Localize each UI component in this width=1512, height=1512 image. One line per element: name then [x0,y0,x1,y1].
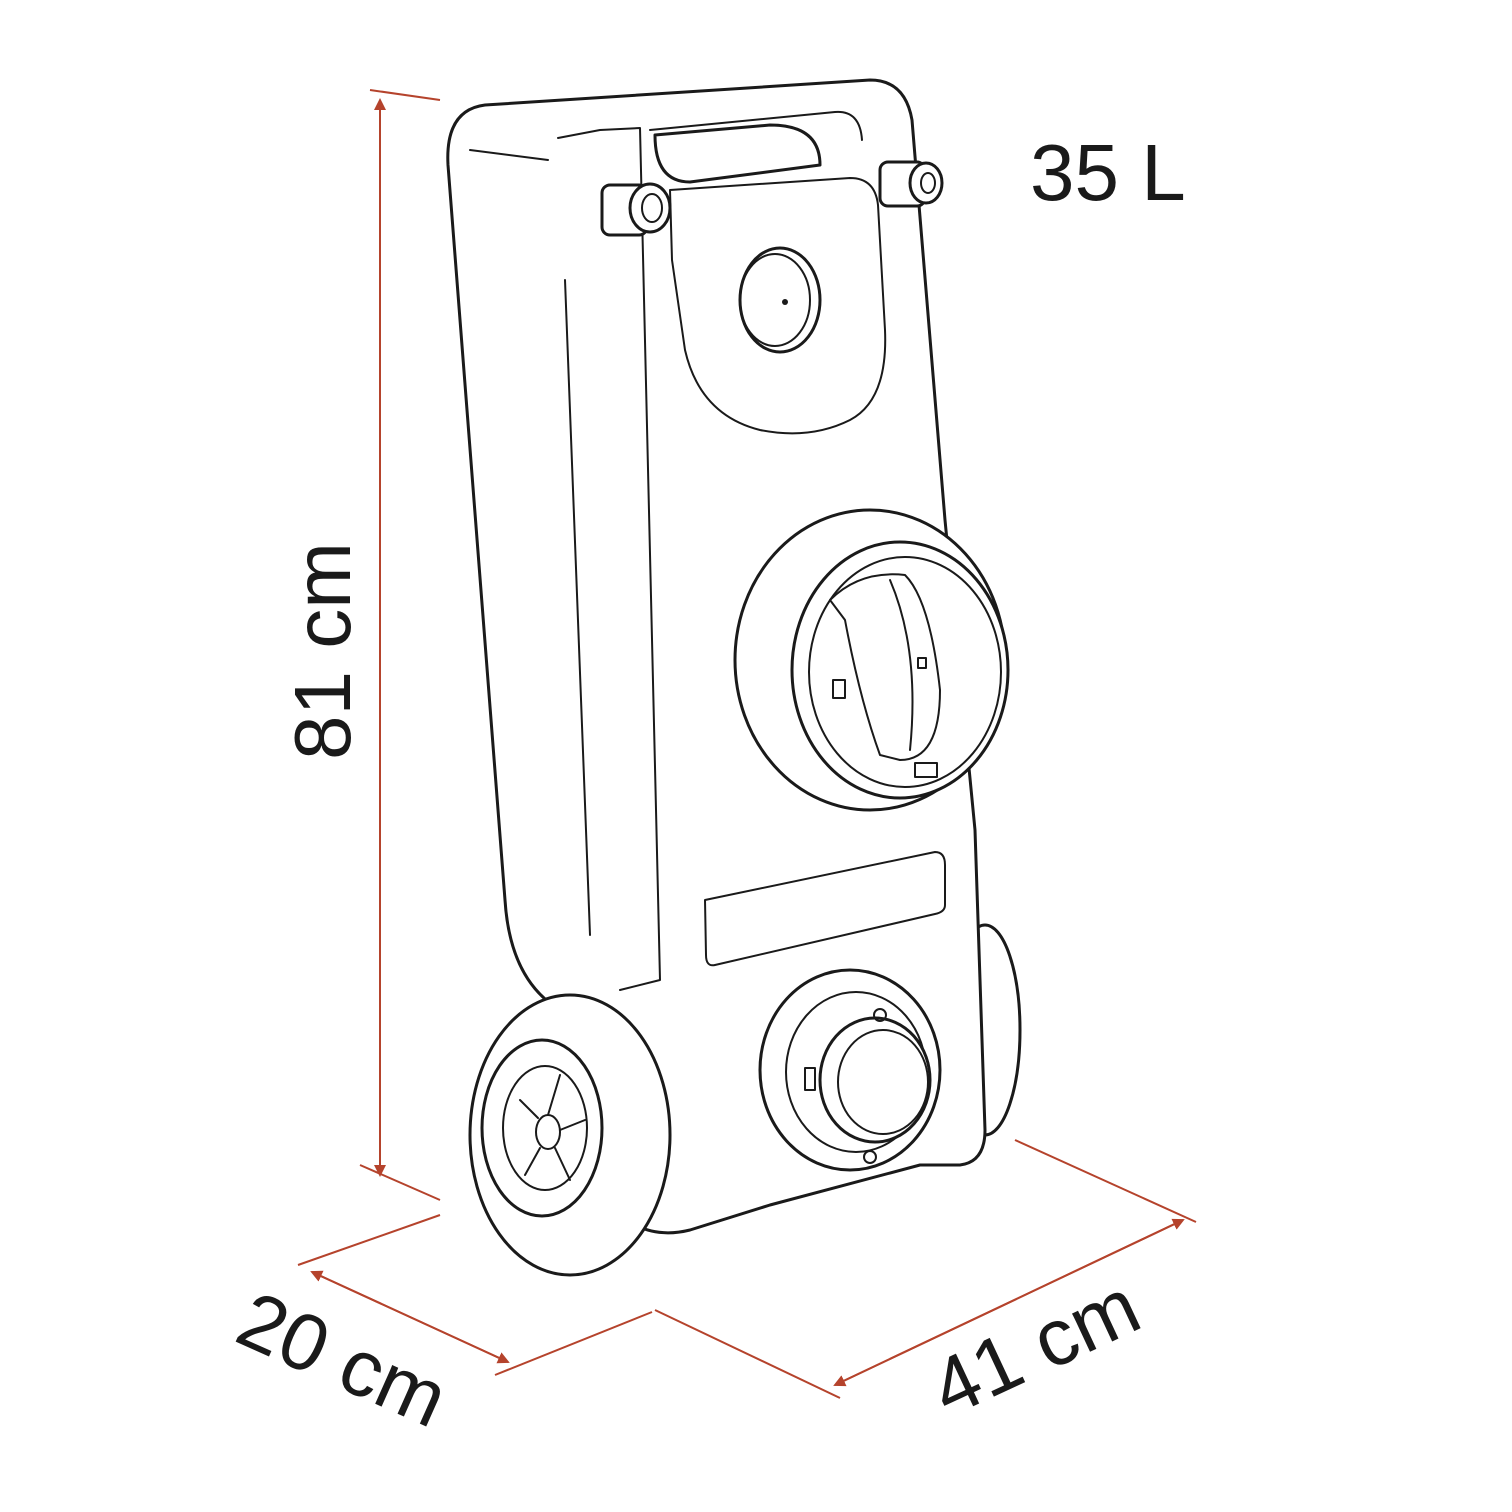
handle-top [649,110,863,141]
upper-face-panel [669,177,887,435]
tank-top-edge [469,149,549,161]
label-recess [704,851,946,967]
depth-arrow-right [311,1271,510,1364]
width-arrow-left [833,1219,1184,1387]
waste-water-tank-illustration [446,78,1022,1277]
capacity-label: 35 L [1030,128,1186,217]
outlet-fitting-icon [758,968,942,1172]
height-ext-bottom [359,1164,441,1201]
width-ext-left [654,1309,841,1399]
dimension-lines [297,89,1197,1399]
depth-label: 20 cm [225,1274,460,1444]
depth-ext-left [297,1214,441,1266]
side-groove [564,279,591,936]
inlet-cap-icon [738,246,822,354]
vent-valve-right-icon [878,160,944,208]
tank-side-edge [557,127,661,991]
width-ext-right [1014,1139,1197,1223]
height-ext-top [369,89,441,101]
drain-port-cap-icon [733,508,1010,812]
tank-body [446,78,987,1235]
carry-handle [653,123,822,184]
width-label: 41 cm [918,1261,1153,1434]
height-label: 81 cm [278,542,367,760]
depth-ext-right [494,1311,653,1376]
front-wheel [468,993,672,1277]
vent-valve-left-icon [600,182,672,237]
